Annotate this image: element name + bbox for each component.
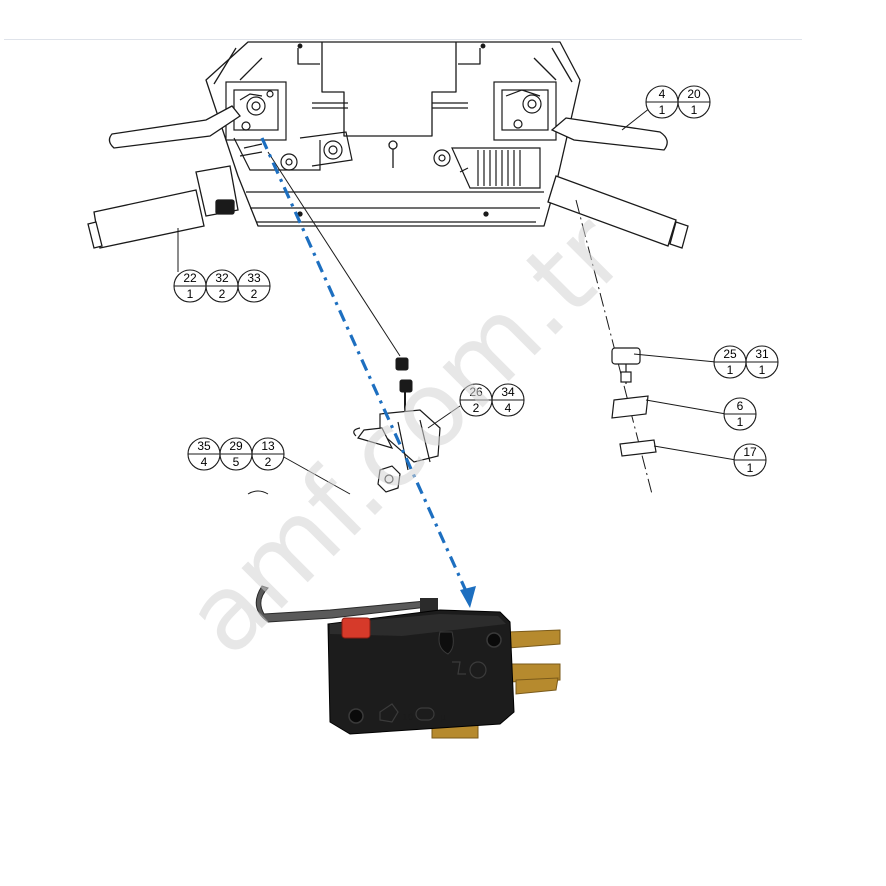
part-number: 20 <box>687 87 701 101</box>
part-quantity: 1 <box>659 103 666 117</box>
callout-bubble: 29 5 <box>219 437 253 471</box>
part-quantity: 1 <box>747 461 754 475</box>
part-number: 31 <box>755 347 769 361</box>
certification-marks <box>379 661 487 723</box>
callout-bubble: 35 4 <box>187 437 221 471</box>
part-number: 32 <box>215 271 229 285</box>
callout-bubble: 31 1 <box>745 345 779 379</box>
cut-edge-parts <box>247 490 269 495</box>
part-number: 4 <box>659 87 666 101</box>
callout-bubble: 33 2 <box>237 269 271 303</box>
callout-bubble: 32 2 <box>205 269 239 303</box>
part-quantity: 2 <box>219 287 226 301</box>
callout-bubble: 20 1 <box>677 85 711 119</box>
part-quantity: 4 <box>505 401 512 415</box>
switch-actuator <box>341 617 371 639</box>
part-number: 6 <box>737 399 744 413</box>
hex-nut <box>377 465 401 493</box>
part-number: 33 <box>247 271 261 285</box>
callout-bubble: 25 1 <box>713 345 747 379</box>
switch-marking-micro: µ <box>440 713 446 723</box>
leader-lines <box>177 107 737 495</box>
handle-grips <box>87 165 689 249</box>
part-number: 35 <box>197 439 211 453</box>
micro-switch: 10 µ <box>255 585 561 739</box>
callout-35-29-13: 35 4 29 5 13 2 <box>187 437 285 471</box>
callout-bubble: 6 1 <box>723 397 757 431</box>
right-switch-housing <box>433 81 557 189</box>
switch-marking-rating: 10 <box>402 713 414 723</box>
top-divider-line <box>4 39 802 40</box>
part-number: 34 <box>501 385 515 399</box>
part-number: 25 <box>723 347 737 361</box>
callout-bubble: 17 1 <box>733 443 767 477</box>
brake-levers <box>108 105 668 151</box>
part-number: 17 <box>743 445 757 459</box>
part-number: 22 <box>183 271 197 285</box>
part-quantity: 5 <box>233 455 240 469</box>
switch-body <box>327 609 515 735</box>
part-quantity: 2 <box>251 287 258 301</box>
callout-bubble: 13 2 <box>251 437 285 471</box>
mounting-screws <box>395 357 413 412</box>
callout-bubble: 4 1 <box>645 85 679 119</box>
part-quantity: 1 <box>759 363 766 377</box>
part-quantity: 2 <box>473 401 480 415</box>
part-quantity: 1 <box>187 287 194 301</box>
part-quantity: 2 <box>265 455 272 469</box>
callout-bubble: 22 1 <box>173 269 207 303</box>
callout-17: 17 1 <box>733 443 767 477</box>
callout-bubble: 26 2 <box>459 383 493 417</box>
right-exploded-parts <box>611 347 657 457</box>
part-number: 29 <box>229 439 243 453</box>
part-number: 13 <box>261 439 275 453</box>
part-quantity: 1 <box>727 363 734 377</box>
callout-4-20: 4 1 20 1 <box>645 85 711 119</box>
callout-25-31: 25 1 31 1 <box>713 345 779 379</box>
pointer-arrow <box>260 137 476 608</box>
callout-6: 6 1 <box>723 397 757 431</box>
callout-22-32-33: 22 1 32 2 33 2 <box>173 269 271 303</box>
callout-bubble: 34 4 <box>491 383 525 417</box>
part-quantity: 1 <box>691 103 698 117</box>
part-quantity: 4 <box>201 455 208 469</box>
part-number: 26 <box>469 385 483 399</box>
callout-26-34: 26 2 34 4 <box>459 383 525 417</box>
part-quantity: 1 <box>737 415 744 429</box>
